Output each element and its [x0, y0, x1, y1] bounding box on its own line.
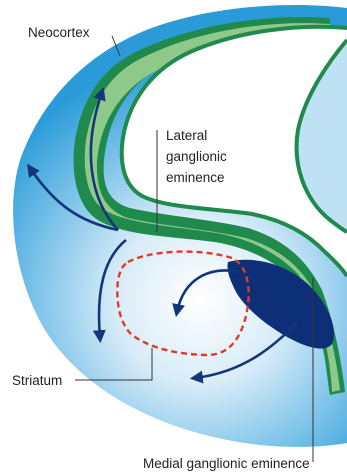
label-mge: Medial ganglionic eminence	[143, 456, 310, 471]
label-lge-line3: eminence	[166, 170, 225, 185]
label-lge-line2: ganglionic	[166, 149, 227, 164]
label-striatum: Striatum	[12, 373, 62, 388]
label-lge-line1: Lateral	[166, 128, 207, 143]
label-neocortex: Neocortex	[28, 25, 90, 40]
